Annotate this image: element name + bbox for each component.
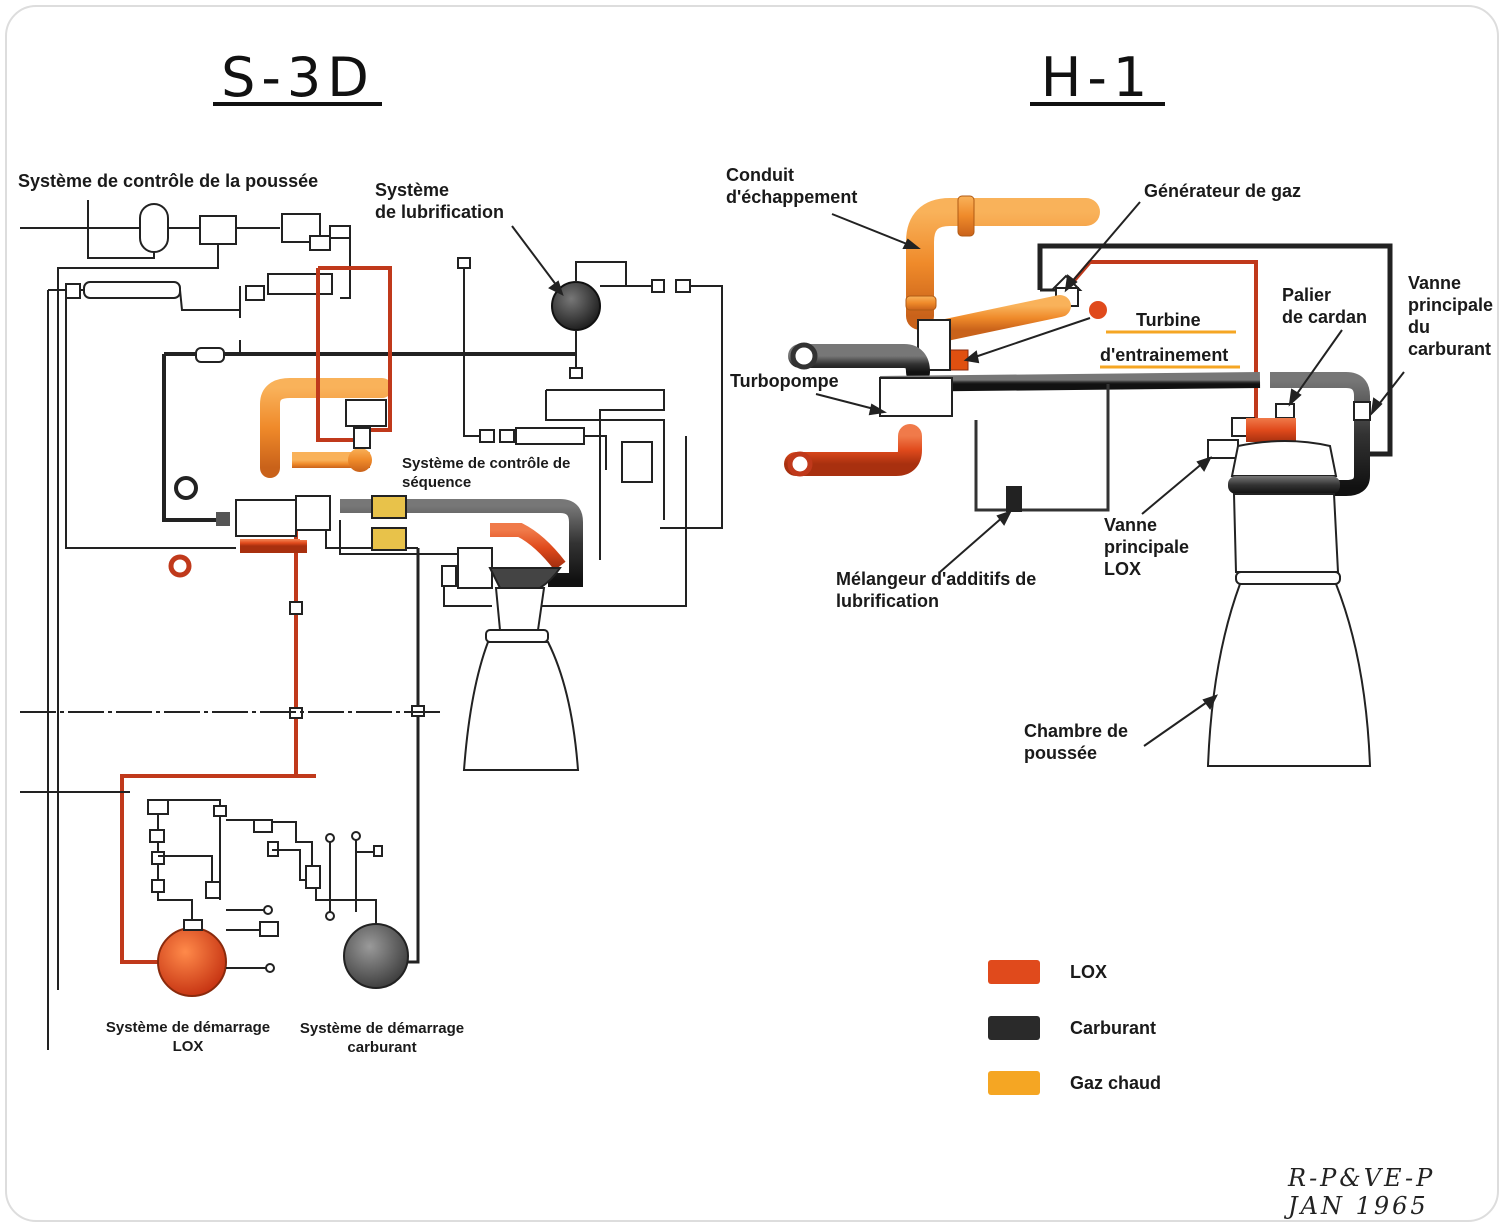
label-lube-mixer-2: lubrification: [836, 591, 939, 611]
label-lubrication-2: de lubrification: [375, 202, 504, 222]
h1-schematic: [784, 195, 1393, 767]
label-turbine-1: Turbine: [1136, 310, 1201, 330]
title-s3d: S-3D: [213, 46, 382, 109]
label-lubrication-1: Système: [375, 180, 449, 200]
leader-arrows: [511, 201, 1405, 747]
legend-swatch-fuel: [988, 1016, 1040, 1040]
label-sequence-control-1: Système de contrôle de: [402, 455, 570, 472]
svg-text:S-3D: S-3D: [221, 46, 375, 109]
svg-text:Carburant: Carburant: [1070, 1018, 1156, 1038]
label-gimbal-2: de cardan: [1282, 307, 1367, 327]
label-thrust-control: Système de contrôle de la poussée: [18, 171, 318, 191]
legend-item-fuel: Carburant: [988, 1016, 1156, 1040]
thrust-control-lines: [20, 200, 351, 1050]
fuel-start-system: [226, 819, 409, 989]
label-main-fuel-valve-2: principale: [1408, 295, 1493, 315]
label-exhaust-duct-2: d'échappement: [726, 187, 857, 207]
legend-swatch-hot-gas: [988, 1071, 1040, 1095]
svg-text:LOX: LOX: [1070, 962, 1107, 982]
label-thrust-chamber-2: poussée: [1024, 743, 1097, 763]
title-h1: H-1: [1030, 46, 1165, 109]
label-turbine-2: d'entrainement: [1100, 345, 1228, 365]
label-gimbal-1: Palier: [1282, 285, 1331, 305]
svg-text:H-1: H-1: [1041, 46, 1153, 109]
label-main-fuel-valve-4: carburant: [1408, 339, 1491, 359]
label-fuel-start-2: carburant: [347, 1039, 416, 1056]
legend: LOX Carburant Gaz chaud: [988, 960, 1161, 1095]
h1-thrust-chamber: [1206, 403, 1372, 767]
signature-line-1: R-P&VE-P: [1287, 1164, 1435, 1192]
s3d-schematic: [20, 200, 723, 1050]
lox-start-tank: [157, 927, 227, 997]
label-turbopump: Turbopompe: [730, 371, 839, 391]
label-main-lox-valve-2: principale: [1104, 537, 1189, 557]
s3d-thrust-chamber: [462, 567, 580, 771]
legend-item-hot-gas: Gaz chaud: [988, 1071, 1161, 1095]
legend-item-lox: LOX: [988, 960, 1107, 984]
label-main-lox-valve-3: LOX: [1104, 559, 1141, 579]
label-main-lox-valve-1: Vanne: [1104, 515, 1157, 535]
lox-start-system: [147, 799, 279, 997]
label-exhaust-duct-1: Conduit: [726, 165, 794, 185]
label-fuel-start-1: Système de démarrage: [300, 1020, 464, 1037]
lubrication-system: [457, 257, 723, 607]
label-main-fuel-valve-1: Vanne: [1408, 273, 1461, 293]
fuel-start-tank: [343, 923, 409, 989]
photo-border: [5, 5, 1499, 1222]
sequence-control: [295, 399, 387, 531]
signature-line-2: JAN 1965: [1283, 1192, 1429, 1220]
legend-swatch-lox: [988, 960, 1040, 984]
label-thrust-chamber-1: Chambre de: [1024, 721, 1128, 741]
label-lube-mixer-1: Mélangeur d'additifs de: [836, 569, 1036, 589]
label-lox-start-2: LOX: [173, 1038, 204, 1055]
svg-text:Gaz chaud: Gaz chaud: [1070, 1073, 1161, 1093]
label-main-fuel-valve-3: du: [1408, 317, 1430, 337]
label-sequence-control-2: séquence: [402, 474, 471, 491]
label-gas-generator: Générateur de gaz: [1144, 181, 1301, 201]
label-lox-start-1: Système de démarrage: [106, 1019, 270, 1036]
